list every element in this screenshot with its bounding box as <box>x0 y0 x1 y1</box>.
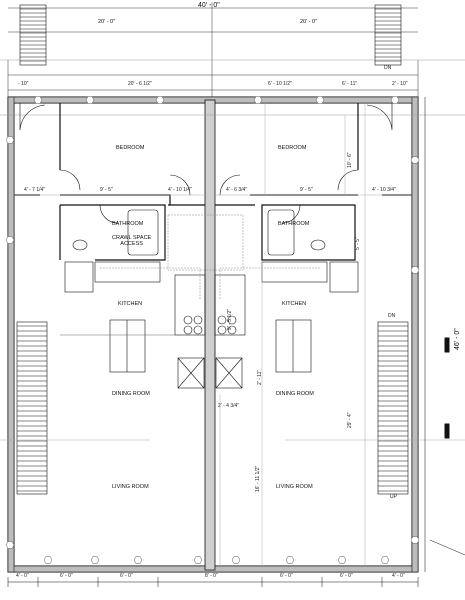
dim-left-bath-width: 9' - 5" <box>100 187 113 193</box>
party-wall <box>204 99 216 571</box>
window-tag-icon <box>5 236 15 244</box>
window-tag-icon <box>85 96 95 104</box>
bottom-dim-label: 4' - 0" <box>16 573 29 579</box>
top-dimension-lines <box>0 2 465 116</box>
dim-right-side-small: 5' - 5" <box>355 237 361 250</box>
crawl-space-access-label: CRAWL SPACE ACCESS <box>112 235 152 247</box>
dim-right-mid: 4' - 6 3/4" <box>226 187 248 193</box>
window-tag-icon <box>193 556 203 564</box>
dim-left-bed-width: 4' - 7 1/4" <box>24 187 46 193</box>
dim-right-end: 2' - 10" <box>392 81 408 87</box>
stair-dn-right: DN <box>388 313 396 319</box>
bottom-dim-label: 8' - 0" <box>205 573 218 579</box>
window-tag-icon <box>380 556 390 564</box>
dim-right-mid: 6' - 11" <box>342 81 358 87</box>
bottom-dimension-line <box>7 577 419 587</box>
dimension-guides <box>0 103 465 566</box>
bottom-dim-label: 6' - 0" <box>60 573 73 579</box>
window-tag-icon <box>253 96 263 104</box>
window-tag-icon <box>231 556 241 564</box>
bath-fixtures <box>64 209 359 293</box>
bottom-dim-label: 4' - 0" <box>392 573 405 579</box>
window-tag-icon <box>133 556 143 564</box>
room-bathroom-right: BATHROOM <box>278 221 310 227</box>
kitchen-counters <box>94 261 328 389</box>
window-tag-icon <box>43 556 53 564</box>
room-bedroom-left: BEDROOM <box>116 145 145 151</box>
window-tags <box>5 96 420 564</box>
side-stairs <box>16 321 409 495</box>
ductwork <box>100 214 320 300</box>
window-tag-icon <box>33 96 43 104</box>
bottom-dim-label: 6' - 0" <box>340 573 353 579</box>
dim-kitchen-center: 9' - 5 1/2" <box>227 308 233 330</box>
window-tag-icon <box>285 556 295 564</box>
window-tag-icon <box>337 556 347 564</box>
dim-left-mid: 4' - 10 1/4" <box>168 187 192 193</box>
room-living-right: LIVING ROOM <box>276 484 313 490</box>
dim-left-small: - 10" <box>18 81 29 87</box>
window-tag-icon <box>410 156 420 164</box>
dim-hall-small: 2' - 4 3/4" <box>218 403 240 409</box>
room-kitchen-left: KITCHEN <box>118 301 143 307</box>
dim-right-bath-width: 9' - 5" <box>300 187 313 193</box>
room-living-left: LIVING ROOM <box>112 484 149 490</box>
bottom-dim-label: 6' - 0" <box>280 573 293 579</box>
window-tag-icon <box>5 136 15 144</box>
door-swings <box>19 103 393 224</box>
room-dining-left: DINING ROOM <box>112 391 150 397</box>
room-bedroom-right: BEDROOM <box>278 145 307 151</box>
stair-up-right: UP <box>390 494 397 500</box>
window-tag-icon <box>315 96 325 104</box>
window-tag-icon <box>90 556 100 564</box>
dim-left-run: 20' - 6 1/2" <box>128 81 152 87</box>
dim-right-total: 29' - 4" <box>347 412 353 428</box>
depth-dimension-marker <box>424 97 465 572</box>
window-tag-icon <box>410 536 420 544</box>
overall-depth-label: 46' - 0" <box>454 328 461 350</box>
dim-dining-center: 2' - 11" <box>257 369 263 385</box>
dim-right-bed-width: 4' - 10 3/4" <box>372 187 396 193</box>
window-tag-icon <box>410 266 420 274</box>
stair-dn-top: DN <box>384 65 392 71</box>
window-tag-icon <box>390 96 400 104</box>
dim-right-run: 6' - 10 1/2" <box>268 81 292 87</box>
top-stairs <box>19 4 402 66</box>
window-tag-icon <box>5 541 15 549</box>
left-half-width-label: 20' - 0" <box>98 19 116 25</box>
dim-right-bed-depth: 10' - 6" <box>347 152 353 168</box>
room-bathroom-left: BATHROOM <box>112 221 144 227</box>
room-dining-right: DINING ROOM <box>276 391 314 397</box>
overall-width-label: 40' - 0" <box>198 2 220 9</box>
dim-living-depth: 16' - 11 1/2" <box>255 465 261 492</box>
right-half-width-label: 20' - 0" <box>300 19 318 25</box>
window-tag-icon <box>155 96 165 104</box>
bottom-dim-label: 6' - 0" <box>120 573 133 579</box>
room-kitchen-right: KITCHEN <box>282 301 307 307</box>
